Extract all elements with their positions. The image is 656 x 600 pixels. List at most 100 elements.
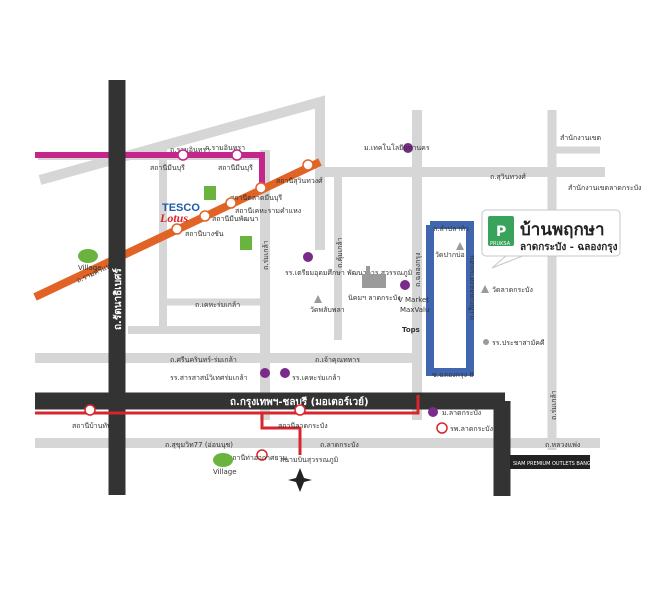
road-label-sukhumvit77: ถ.สุขุมวิท77 (อ่อนนุช) [165,441,233,449]
station-label: สถานีตลาดมีนบุรี [230,194,282,202]
stations: สถานีมีนบุรี สถานีมีนบุรี สถานีสุวินทวงศ… [72,149,328,462]
project-subtitle: ลาดกระบัง - ฉลองกรุง [520,241,618,253]
callout-box [481,209,621,257]
road-label-soi8: ซ.ฉลองกรุง 8 [432,371,474,379]
road-label-motorway: ถ.กรุงเทพฯ-ชลบุรี (มอเตอร์เวย์) [230,396,369,408]
siam-outlets-badge [510,455,590,469]
pruksa-logo-letter: P [496,224,506,240]
map-pin-icon [428,407,438,417]
project-callout: P PRUKSA บ้านพฤกษา ลาดกระบัง - ฉลองกรุง [481,209,621,269]
station-1: สถานีมีนบุรี [150,149,189,172]
poi-label: รร.สารสาสน์วิเทศร่มเกล้า [170,374,248,382]
pruksa-logo-icon [488,216,514,246]
airport-spur [260,413,302,455]
station-label: สถานีมีนบุรี [150,164,185,172]
poi-label: Village [78,264,102,272]
train-station-icon [231,149,243,161]
map-pin-icon [260,368,270,378]
poi-label: Village [213,468,237,476]
poi-label: ม.เทคโนโลยีมหานคร [364,143,430,152]
station-3: สถานีสุวินทวงศ์ [276,159,323,185]
train-station-icon [84,404,96,416]
train-station-icon [255,182,267,194]
hospital-cross-icon [436,422,448,434]
train-station-icon [294,404,306,416]
road-label-rattanathibet: ถ.รัตนาธิเบศร์ [112,268,124,330]
poi-label: นิคมฯ ลาดกระบัง [348,294,401,302]
train-station-icon [302,159,314,171]
road-label-khumsailaoe: ถ.คุ้มเกล้า [336,237,344,268]
village-badge [213,453,233,467]
poi-label: Tops [402,326,420,334]
station-label: สถานีมีนพัฒนา [212,215,258,223]
airplane-icon [288,468,312,492]
secondary-roads [35,95,605,450]
road-label-ramindra: ถ.รามอินทรา [170,146,210,154]
temple-icon [481,285,489,293]
poi-label: สำนักงานเขตลาดกระบัง [568,184,641,192]
map-pin-icon [303,252,313,262]
poi-pins: รร.เตรียมอุดมศึกษา พัฒนาการ สุวรรณภูมิ ม… [170,143,493,434]
station-label: สถานีสุวินทวงศ์ [276,177,323,185]
poi-label: รร.ประชาสามัคคี [492,339,545,347]
poi-label: วัดลาดกระบัง [492,286,533,294]
tesco-lotus: TESCO Lotus [159,202,200,225]
road-label-ladkrabang: ถ.ลาดกระบัง [320,441,359,449]
map-pin-icon [400,280,410,290]
project-brand: PRUKSA [490,241,511,247]
road-label-lumprachao: ถ.ลำปลาทิว [433,225,469,233]
road-label-romklao: ถ.ร่มเกล้า [262,240,270,270]
airport-label: สนามบินสุวรรณภูมิ [280,456,338,464]
station-label: สถานีท่าอากาศยาน [228,454,288,462]
station-8: สถานีบ้านทับช้าง [72,404,124,430]
poi-label: รร.เตรียมอุดมศึกษา พัฒนาการ สุวรรณภูมิ [285,268,412,277]
train-station-icon [225,197,237,209]
factory-icon [362,266,386,288]
road-label-suwinthawong: ถ.สุวินทวงศ์ [490,173,526,181]
highways [35,80,511,496]
station-6: สถานีมีนพัฒนา [199,210,258,223]
station-4: สถานีตลาดมีนบุรี [230,182,282,202]
road-label-srinakarin: ถ.ศรีนครินทร์-ร่มเกล้า [170,356,237,364]
station-label: สถานีลาดกระบัง [278,422,328,430]
station-label: สถานีบางชัน [185,230,224,238]
station-7: สถานีบางชัน [171,223,224,238]
project-name: บ้านพฤกษา [520,220,605,240]
tesco-bottom-label: Lotus [159,211,188,225]
poi-label: ม.ลาดกระบัง [442,409,481,417]
road-label-wibhavadi: ถ.รามอินทรา [205,144,245,152]
map-pin-icon [280,368,290,378]
train-station-icon [171,223,183,235]
station-9: สถานีลาดกระบัง [278,404,328,430]
tesco-top-label: TESCO [162,202,200,214]
train-station-icon [256,449,268,461]
station-10: สถานีท่าอากาศยาน [228,449,288,462]
poi-label: MaxValu [400,306,429,314]
station-label: สถานีมีนบุรี [218,164,253,172]
temple-icon [314,295,322,303]
temple-icon [456,242,464,250]
airport-rail-link [35,395,420,415]
village-badge [78,249,98,263]
poi-label: วัดพลับพลา [310,306,345,314]
poi-label: สำนักงานเขต [560,134,602,142]
road-label-chaokhunthahan: ถ.เจ้าคุณทหาร [315,356,360,364]
train-station-icon [177,149,189,161]
station-2: สถานีมีนบุรี [218,149,253,172]
road-label-liapkhlong: ถ.เลียบคลองสามแสน [468,255,476,320]
poi-label: รพ.ลาดกระบัง [450,425,493,433]
road-label-chalongkrung: ถ.ฉลองกรุง [414,252,422,287]
station-label: สถานีบ้านทับช้าง [72,422,124,430]
siam-outlets-label: SIAM PREMIUM OUTLETS BANGKOK [513,461,602,467]
station-5: สถานีเคหะรามคำแหง [225,197,301,215]
road-label-luang-phaeng: ถ.หลวงแพ่ง [545,441,580,449]
station-label: สถานีเคหะรามคำแหง [235,207,301,215]
map-pin-icon [403,143,413,153]
road-label-east-v: ถ.ร่มเกล้า [550,390,558,420]
poi-label: รร.เคหะร่มเกล้า [292,374,340,382]
road-label-kheharomklao: ถ.เคหะร่มเกล้า [195,301,240,309]
map-pin-icon [483,339,489,345]
tesco-badge-2 [240,236,252,250]
poi-label: วัดปากบ่อ [435,251,465,259]
